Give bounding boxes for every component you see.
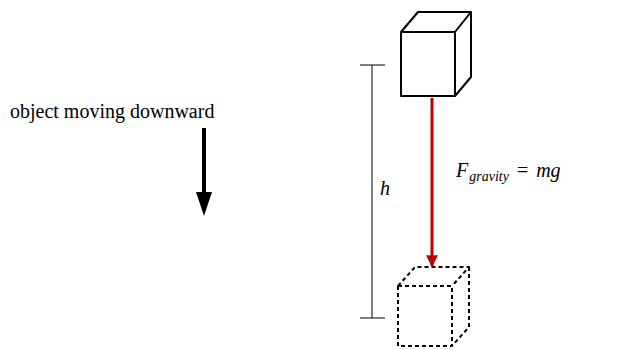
label-text: object moving downward: [10, 101, 214, 121]
label-text: h: [380, 178, 390, 198]
solid-cube: [401, 12, 471, 96]
label-text: gravity: [469, 170, 509, 184]
label-text: =: [517, 160, 528, 180]
dashed-cube: [398, 267, 469, 346]
label-text: mg: [536, 160, 560, 180]
label-text: F: [456, 160, 468, 180]
gravity-arrow: [431, 98, 434, 266]
motion-arrow: [196, 128, 212, 216]
